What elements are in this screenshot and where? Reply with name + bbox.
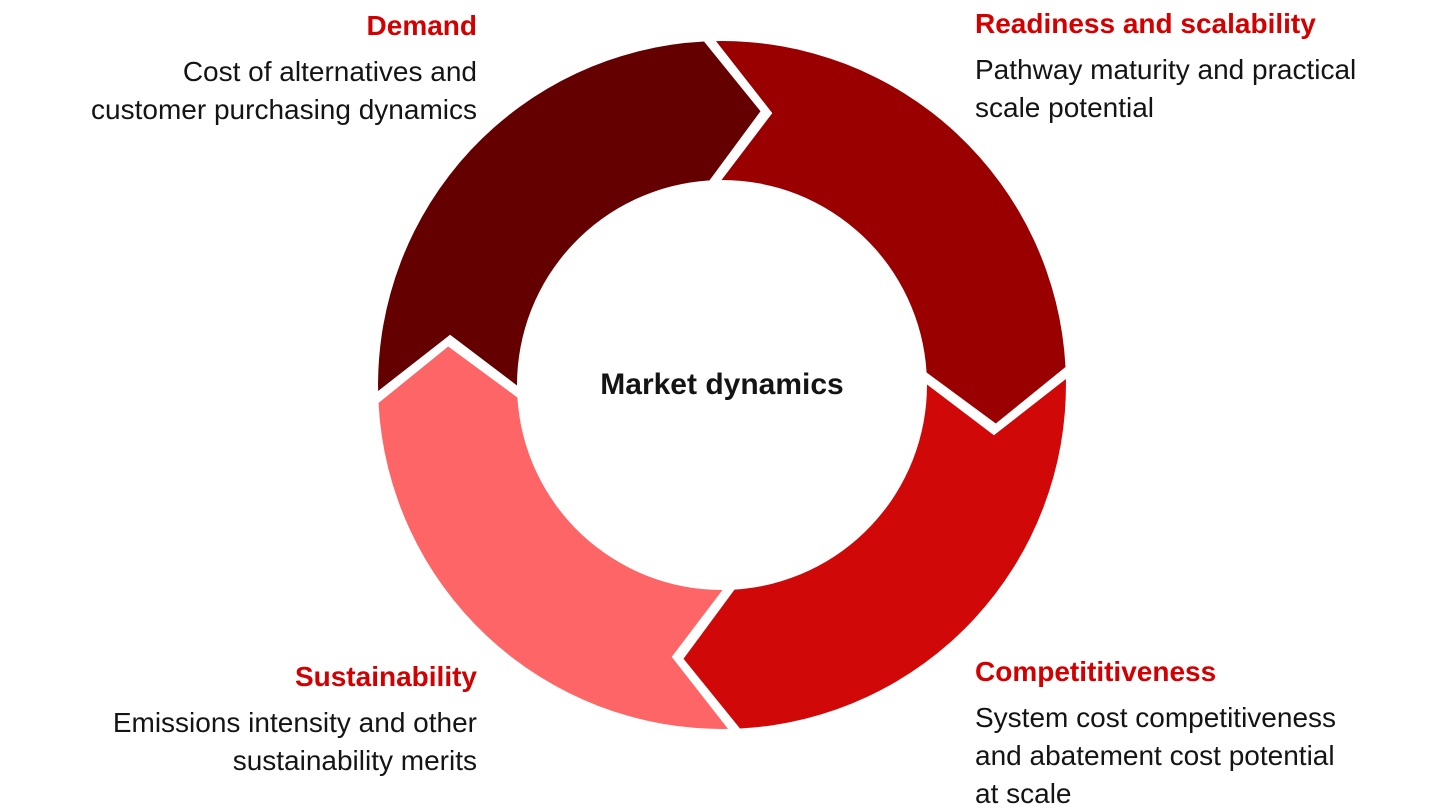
segment-sustainability-arrow [378,346,728,729]
label-competitiveness-heading: Competititiveness [975,656,1217,687]
label-competitiveness-description: System cost competitiveness and abatemen… [975,702,1337,809]
label-sustainability-description: Emissions intensity and other sustainabi… [112,707,477,776]
label-demand-description: Cost of alternatives and customer purcha… [91,56,477,125]
label-block-readiness: Readiness and scalability Pathway maturi… [975,7,1356,127]
label-readiness-heading: Readiness and scalability [975,8,1316,39]
segment-demand-arrow [378,41,761,391]
label-block-competitiveness: Competititiveness System cost competitiv… [975,655,1336,810]
label-demand-heading: Demand [366,10,477,41]
label-block-sustainability: Sustainability Emissions intensity and o… [113,660,477,780]
label-readiness-description: Pathway maturity and practical scale pot… [975,54,1357,123]
label-sustainability-heading: Sustainability [294,661,477,692]
label-block-demand: Demand Cost of alternatives and customer… [91,9,477,129]
segment-readiness-arrow [716,41,1066,424]
segment-competitiveness-arrow [683,379,1066,729]
center-label: Market dynamics [600,368,844,401]
